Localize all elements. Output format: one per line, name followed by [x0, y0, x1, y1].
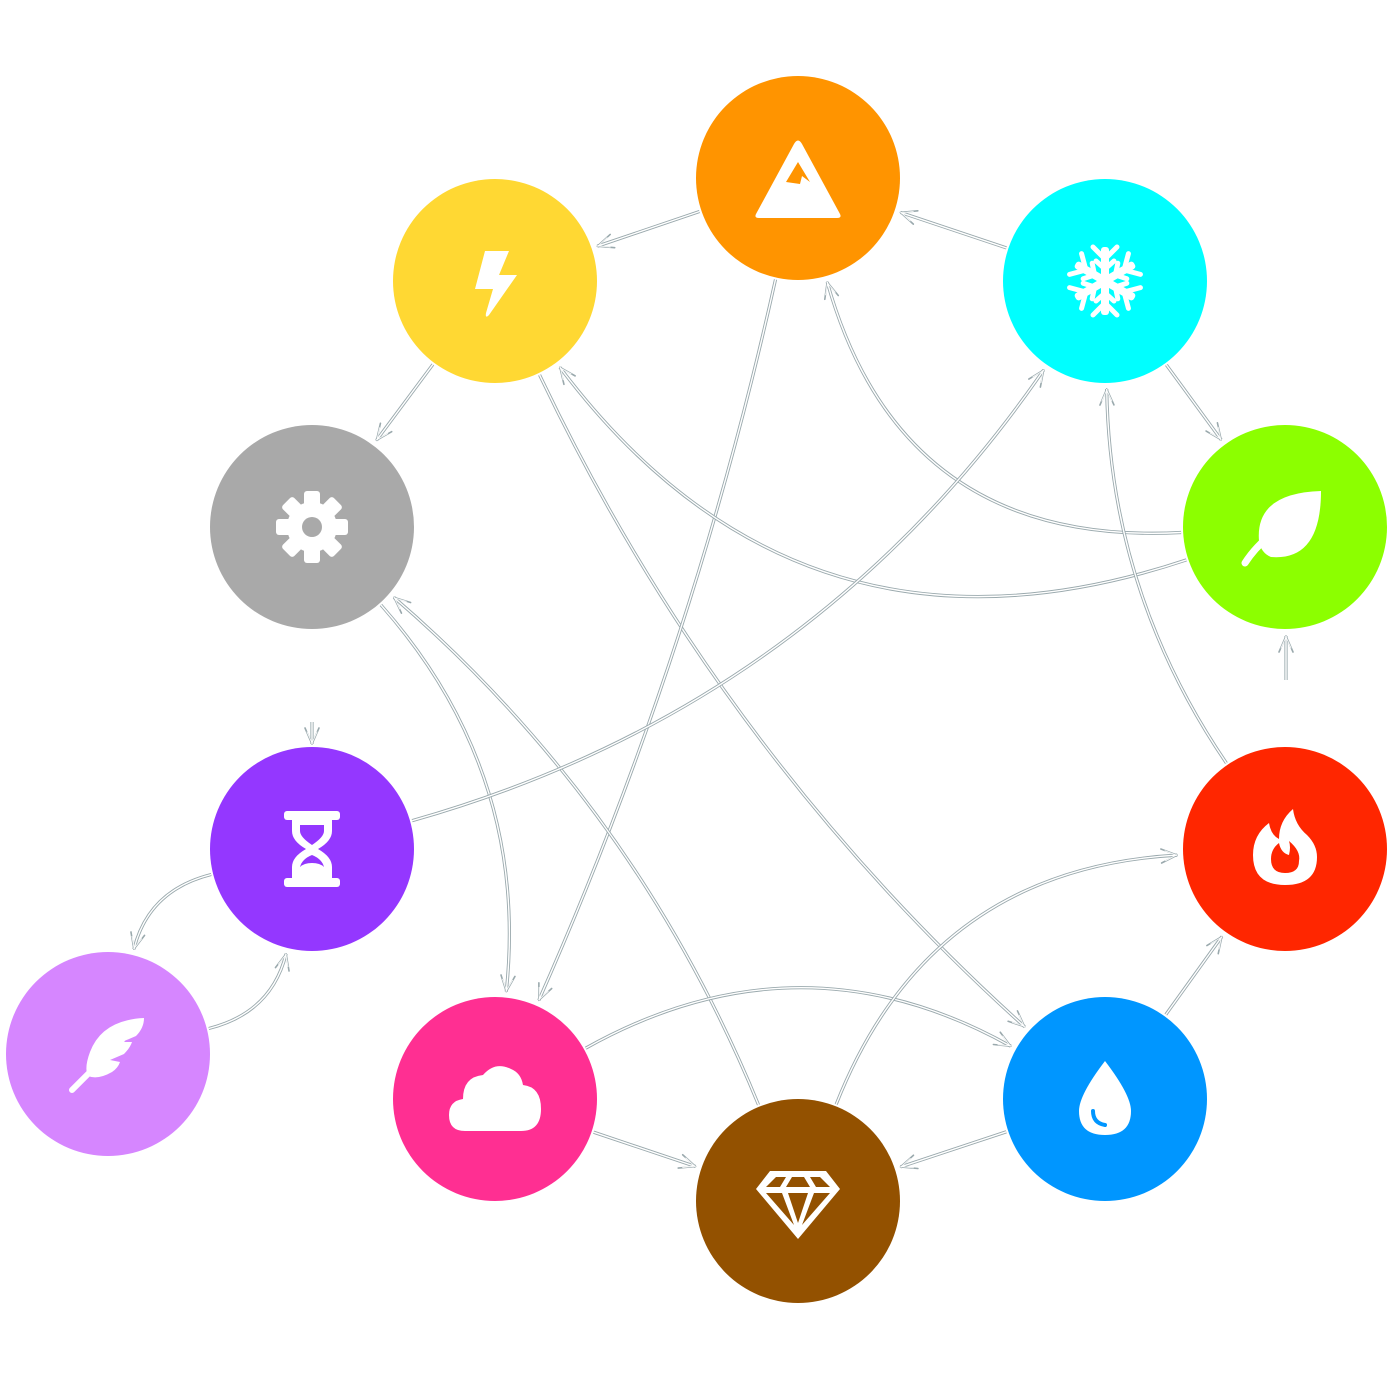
edge-gem-to-fire	[834, 848, 1178, 1105]
edges-layer	[130, 209, 1294, 1170]
hourglass-icon	[284, 811, 340, 887]
node-snowflake[interactable]	[1003, 179, 1207, 383]
node-cloud[interactable]	[393, 997, 597, 1201]
node-gear[interactable]	[210, 425, 414, 629]
edge-leaf-to-mountain	[824, 281, 1182, 535]
edge-mountain-to-cloud	[537, 279, 778, 1002]
edge-hourglass-to-feather	[130, 872, 212, 950]
edge-leaf-to-lightning	[558, 366, 1187, 599]
edge-lightning-to-gear	[375, 363, 435, 442]
water-drop-icon	[1079, 1061, 1131, 1135]
edge-mountain-to-lightning	[596, 209, 701, 249]
mountain-icon	[755, 140, 841, 218]
edge-feather-to-hourglass	[208, 953, 290, 1031]
edge-fire-to-snowflake	[1099, 388, 1228, 765]
edge-gear-to-cloud	[379, 603, 516, 993]
nodes-layer	[6, 76, 1387, 1303]
fire-icon	[1253, 809, 1317, 885]
leaf-icon	[1241, 491, 1321, 567]
feather-icon	[69, 1018, 144, 1093]
edge-gem-to-gear	[392, 596, 760, 1106]
node-water[interactable]	[1003, 997, 1207, 1201]
node-hourglass[interactable]	[210, 747, 414, 951]
node-feather[interactable]	[6, 952, 210, 1156]
edge-lightning-to-water	[538, 374, 1026, 1028]
edge-cloud-to-gem	[593, 1130, 697, 1169]
cloud-icon	[449, 1066, 541, 1131]
edge-water-to-gem	[899, 1130, 1007, 1170]
lightning-icon	[475, 251, 517, 317]
node-fire[interactable]	[1183, 747, 1387, 951]
node-gem[interactable]	[696, 1099, 900, 1303]
edge-hourglass-to-snowflake	[411, 368, 1046, 823]
gem-icon	[756, 1171, 840, 1239]
node-lightning[interactable]	[393, 179, 597, 383]
edge-snowflake-to-leaf	[1165, 363, 1223, 441]
node-leaf[interactable]	[1183, 425, 1387, 629]
edge-snowflake-to-mountain	[899, 210, 1007, 250]
edge-water-to-fire	[1164, 935, 1224, 1016]
node-mountain[interactable]	[696, 76, 900, 280]
gear-icon	[276, 491, 348, 563]
snowflake-icon	[1067, 244, 1143, 318]
edge-cloud-to-water	[584, 986, 1012, 1050]
